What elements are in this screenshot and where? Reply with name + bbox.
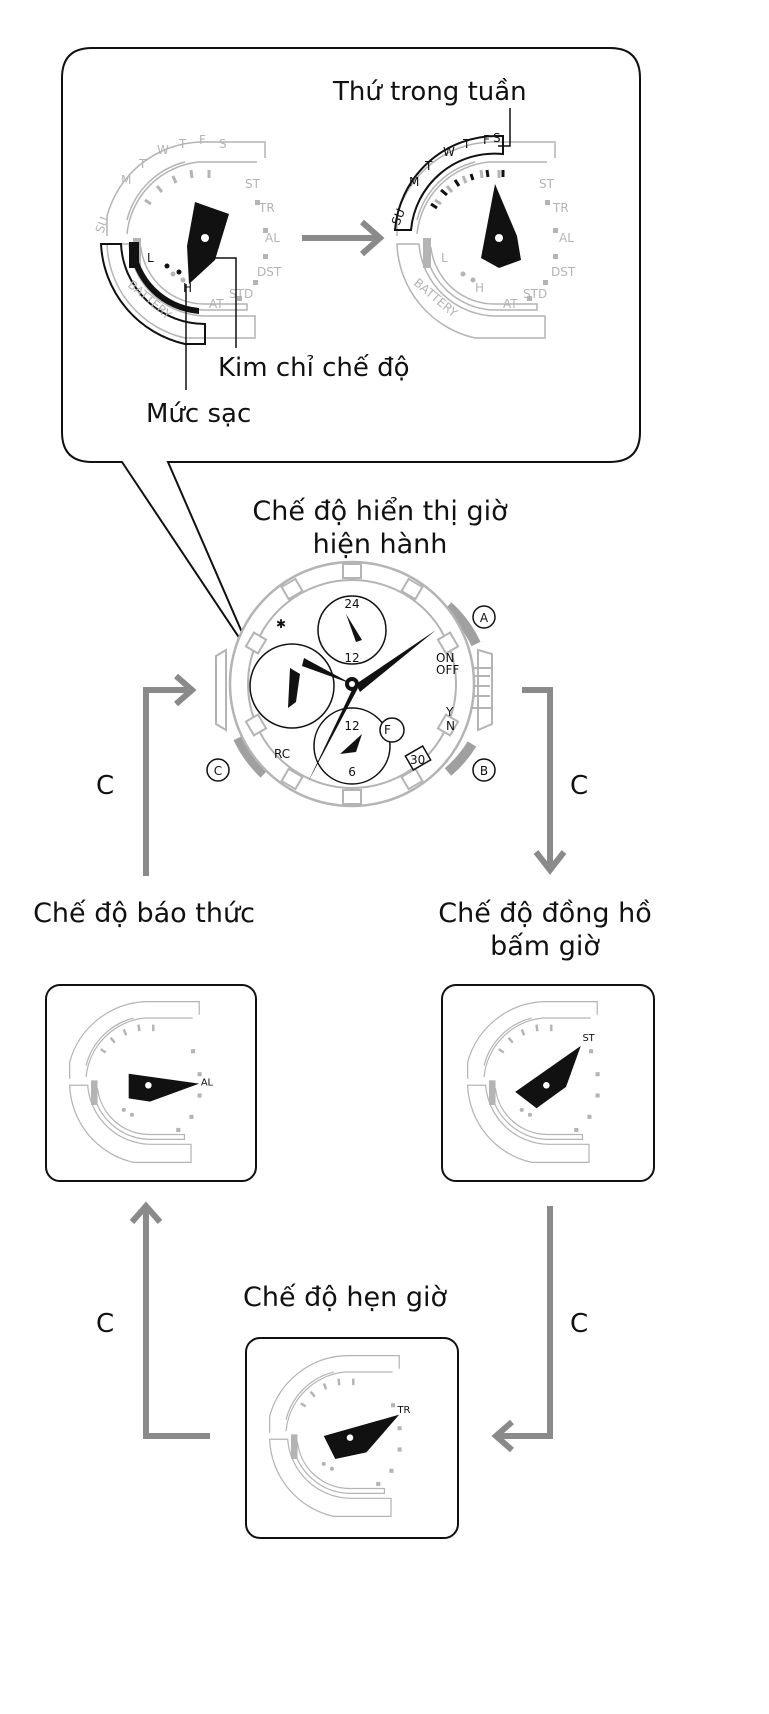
svg-text:STD: STD — [229, 287, 253, 301]
title-timer: Chế độ hẹn giờ — [243, 1282, 447, 1313]
svg-text:30: 30 — [410, 753, 425, 767]
svg-text:H: H — [183, 281, 192, 295]
svg-text:AL: AL — [265, 231, 280, 245]
watch: 24 12 12 6 F 30 RC ON OFF Y N ✱ — [215, 560, 493, 808]
c-label-right-bottom: C — [570, 1309, 588, 1339]
svg-text:M: M — [409, 175, 419, 189]
c-label-left-top: C — [96, 771, 114, 801]
svg-text:ON: ON — [436, 651, 454, 665]
svg-text:F: F — [199, 133, 206, 147]
svg-text:DST: DST — [551, 265, 576, 279]
svg-text:S: S — [219, 137, 227, 151]
svg-text:L: L — [441, 251, 448, 265]
svg-text:✱: ✱ — [276, 617, 286, 631]
button-c[interactable]: C — [206, 758, 230, 782]
svg-text:F: F — [384, 723, 391, 737]
svg-text:M: M — [121, 173, 131, 187]
svg-text:TR: TR — [552, 201, 569, 215]
svg-text:6: 6 — [348, 765, 356, 779]
svg-text:AL: AL — [559, 231, 574, 245]
svg-text:TR: TR — [397, 1405, 411, 1416]
svg-text:T: T — [424, 159, 433, 173]
svg-text:C: C — [214, 764, 222, 778]
label-charge-level: Mức sạc — [146, 399, 251, 429]
svg-text:ST: ST — [539, 177, 555, 191]
svg-text:N: N — [446, 719, 455, 733]
timer-panel: TR — [245, 1337, 459, 1539]
svg-text:24: 24 — [344, 597, 359, 611]
svg-text:OFF: OFF — [436, 663, 459, 677]
svg-text:SU: SU — [93, 215, 112, 235]
title-alarm: Chế độ báo thức — [33, 898, 255, 929]
svg-text:W: W — [157, 143, 169, 157]
svg-text:12: 12 — [344, 651, 359, 665]
svg-text:RC: RC — [274, 747, 290, 761]
svg-text:Y: Y — [445, 705, 454, 719]
svg-text:T: T — [178, 137, 187, 151]
svg-text:ST: ST — [245, 177, 261, 191]
title-stopwatch-line1: Chế độ đồng hồ — [438, 898, 652, 929]
callout-arrow — [302, 219, 385, 257]
label-mode-hand: Kim chỉ chế độ — [218, 353, 410, 383]
svg-text:T: T — [138, 157, 147, 171]
svg-text:SU: SU — [389, 207, 408, 227]
label-day-of-week: Thứ trong tuần — [332, 77, 527, 107]
svg-text:H: H — [475, 281, 484, 295]
svg-text:ST: ST — [582, 1033, 595, 1044]
alarm-panel: AL — [45, 984, 257, 1182]
svg-text:S: S — [493, 131, 501, 145]
svg-text:DST: DST — [257, 265, 282, 279]
title-timekeeping-line1: Chế độ hiển thị giờ — [252, 496, 508, 527]
title-timekeeping-line2: hiện hành — [313, 529, 448, 560]
flow-arrows — [129, 673, 567, 1453]
charge-level-dial: L H SU M T W T F S ST TR AL DST STD AT B… — [93, 133, 282, 345]
svg-text:AT: AT — [209, 297, 224, 311]
title-stopwatch-line2: bấm giờ — [490, 931, 600, 962]
svg-text:TR: TR — [258, 201, 275, 215]
stopwatch-panel: ST — [441, 984, 655, 1182]
svg-text:12: 12 — [344, 719, 359, 733]
svg-text:AL: AL — [201, 1077, 214, 1088]
c-label-right-top: C — [570, 771, 588, 801]
svg-text:A: A — [480, 611, 489, 625]
svg-text:AT: AT — [503, 297, 518, 311]
svg-text:W: W — [443, 145, 455, 159]
svg-text:T: T — [462, 137, 471, 151]
c-label-left-bottom: C — [96, 1309, 114, 1339]
callout-leaders — [185, 108, 511, 390]
button-b[interactable]: B — [472, 758, 496, 782]
button-a[interactable]: A — [472, 605, 496, 629]
svg-text:F: F — [483, 133, 490, 147]
svg-text:STD: STD — [523, 287, 547, 301]
svg-text:L: L — [147, 251, 154, 265]
svg-text:B: B — [480, 764, 488, 778]
